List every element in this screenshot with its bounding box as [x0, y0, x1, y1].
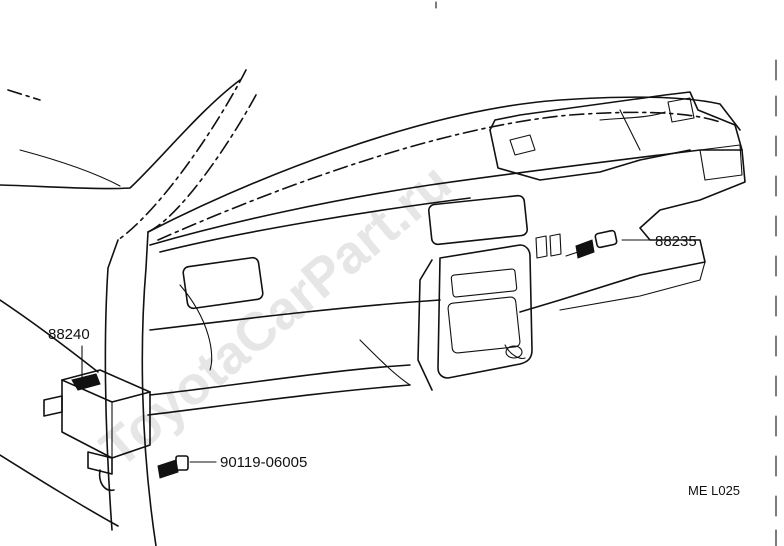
ecu-88240 [43, 345, 151, 492]
center-air-vent [427, 194, 529, 246]
a-pillar [0, 69, 257, 546]
instrument-cluster [489, 91, 743, 181]
left-air-vent [182, 256, 264, 310]
bolt-90119-06005 [157, 455, 217, 479]
callout-88235: 88235 [655, 233, 697, 250]
edge-ticks [435, 1, 777, 546]
callout-90119-06005: 90119-06005 [220, 454, 307, 471]
dashboard [147, 96, 746, 416]
callout-88240: 88240 [48, 326, 90, 343]
center-console [417, 233, 562, 391]
switch-88235 [565, 229, 653, 259]
figure-code: ME L025 [688, 483, 740, 498]
door-panel [0, 299, 119, 527]
